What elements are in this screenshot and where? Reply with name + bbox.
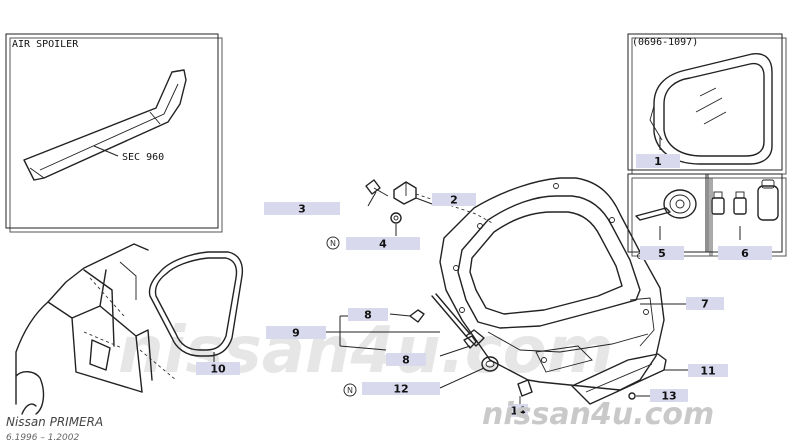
callout-box-7 — [686, 297, 724, 310]
back-door-glass-panel: (0696-1097) — [627, 33, 787, 175]
callout-number-12: 12 — [393, 383, 408, 396]
primer-panel — [705, 173, 787, 257]
sealant-roll-drawing — [635, 189, 697, 221]
adhesive-panel — [627, 173, 713, 257]
callout-number-7: 7 — [701, 298, 709, 311]
callout-box-4 — [346, 237, 420, 250]
callout-number-5: 5 — [658, 247, 666, 260]
n-mark-lower-text: N — [347, 386, 353, 395]
air-spoiler-panel: AIR SPOILER SEC 960 — [5, 33, 223, 233]
air-spoiler-title: AIR SPOILER — [12, 39, 79, 50]
air-spoiler-drawing — [23, 69, 187, 181]
n-mark-upper: N — [326, 236, 340, 250]
callout-box-1 — [636, 154, 680, 168]
callout-box-9 — [266, 326, 326, 339]
back-door-glass-drawing — [649, 53, 773, 165]
callout-number-2: 2 — [450, 194, 458, 207]
section-reference: SEC 960 — [122, 152, 164, 163]
watermark-corner: nissan4u.com — [482, 397, 714, 432]
callout-box-3 — [264, 202, 340, 215]
callout-number-13: 13 — [661, 390, 676, 403]
callout-box-11 — [688, 364, 728, 377]
callout-box-5 — [640, 246, 684, 260]
callout-number-8: 8 — [402, 354, 410, 367]
garnish-drawing — [571, 353, 688, 405]
callout-number-10: 10 — [210, 363, 226, 376]
callout-number-14: 14 — [510, 405, 526, 418]
date-range-label: (0696-1097) — [632, 37, 698, 48]
model-name: Nissan PRIMERA — [6, 415, 103, 429]
back-door-drawing — [439, 177, 686, 391]
callout-box-14 — [508, 404, 528, 417]
callout-number-9: 9 — [292, 327, 300, 340]
callout-number-8: 8 — [364, 309, 372, 322]
callout-box-8 — [386, 353, 426, 366]
callout-number-3: 3 — [298, 203, 306, 216]
small-parts — [326, 136, 741, 404]
car-rear-sketch — [15, 243, 177, 415]
callout-box-12 — [362, 382, 440, 395]
callout-box-13 — [650, 389, 688, 402]
callout-box-8 — [348, 308, 388, 321]
primer-bottles-drawing — [711, 179, 779, 221]
callout-box-6 — [718, 246, 772, 260]
callout-box-2 — [432, 193, 476, 206]
callout-number-6: 6 — [741, 247, 749, 260]
n-mark-lower: N — [343, 383, 357, 397]
callout-box-10 — [196, 362, 240, 375]
callout-number-1: 1 — [654, 155, 662, 168]
n-mark-upper-text: N — [330, 239, 336, 248]
callout-number-4: 4 — [379, 238, 387, 251]
callout-number-11: 11 — [700, 365, 715, 378]
model-years: 6.1996 – 1.2002 — [6, 433, 79, 443]
